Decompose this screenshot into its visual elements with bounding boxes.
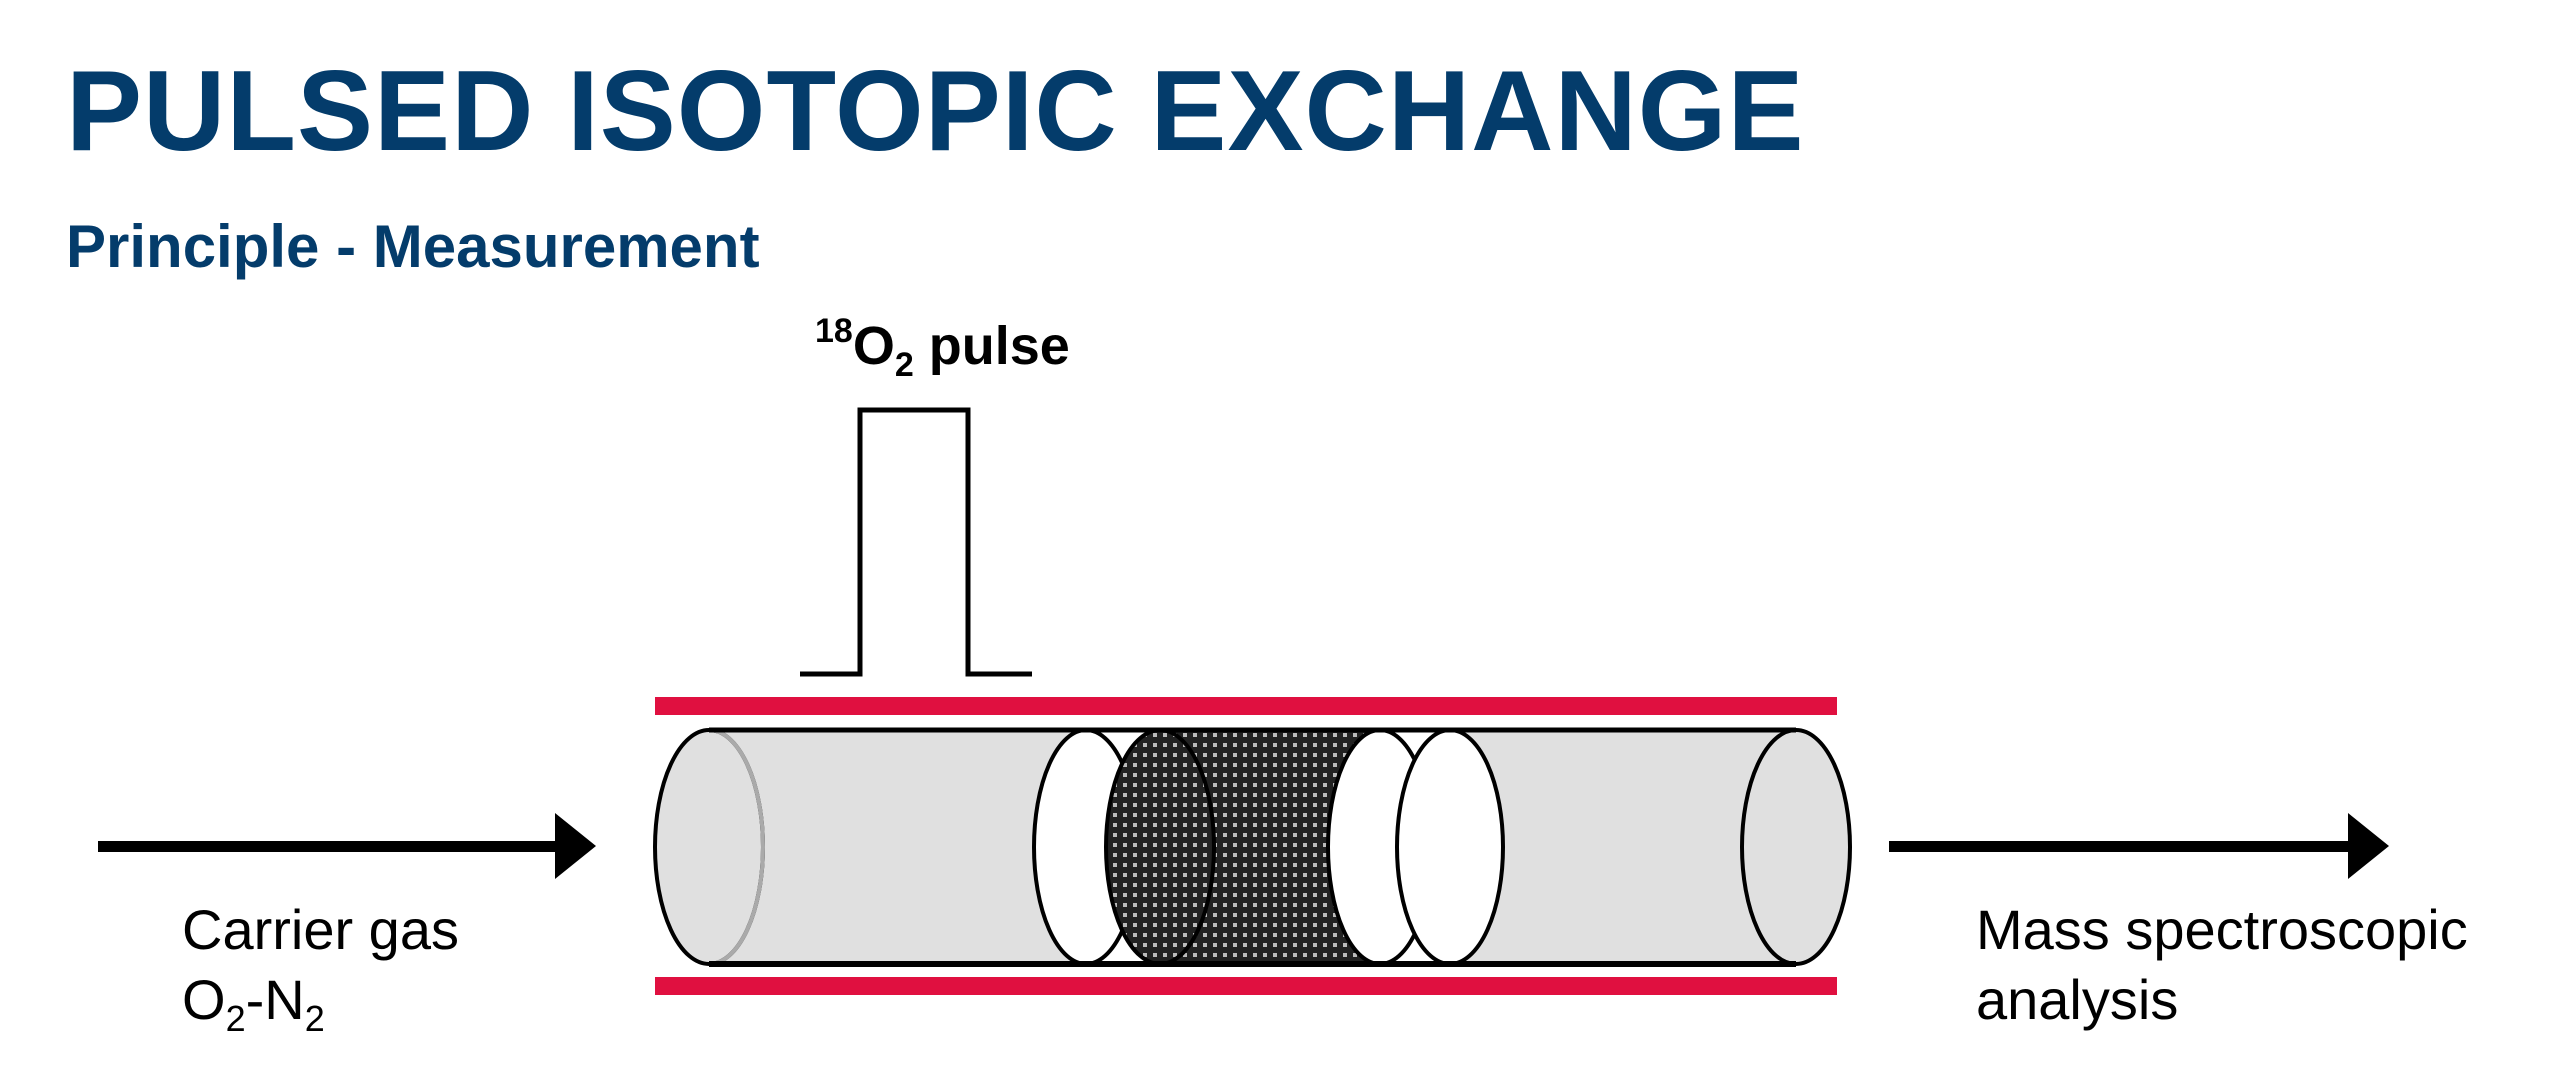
outlet-arrow (1889, 813, 2389, 879)
pulse-count: 2 (894, 346, 914, 384)
pulse-waveform (800, 407, 1032, 677)
page-subtitle: Principle - Measurement (66, 213, 760, 280)
page-title: PULSED ISOTOPIC EXCHANGE (66, 48, 1805, 175)
isotope-mass: 18 (815, 312, 853, 350)
furnace-bar-top (655, 697, 1837, 715)
outlet-label-line2: analysis (1976, 968, 2179, 1031)
furnace-bar-bottom (655, 977, 1837, 995)
gas-o: O (182, 968, 226, 1031)
inlet-gas-formula: O2-N2 (182, 965, 459, 1054)
pulse-word: pulse (928, 316, 1070, 376)
gas-n: N (264, 968, 305, 1031)
outlet-label: Mass spectroscopic analysis (1976, 895, 2468, 1035)
inlet-arrow (98, 813, 596, 879)
catalyst-bed (1104, 728, 1216, 966)
gas-n-sub: 2 (304, 998, 325, 1039)
inlet-label-line1: Carrier gas (182, 898, 459, 961)
gas-sep: - (245, 968, 265, 1031)
pulse-label: 18O2 pulse (815, 312, 1070, 385)
gas-o-sub: 2 (225, 998, 246, 1039)
pulse-species: O (852, 316, 895, 376)
reactor-tube (653, 727, 1852, 967)
outlet-label-line1: Mass spectroscopic (1976, 898, 2468, 961)
inlet-label: Carrier gas O2-N2 (182, 895, 459, 1054)
